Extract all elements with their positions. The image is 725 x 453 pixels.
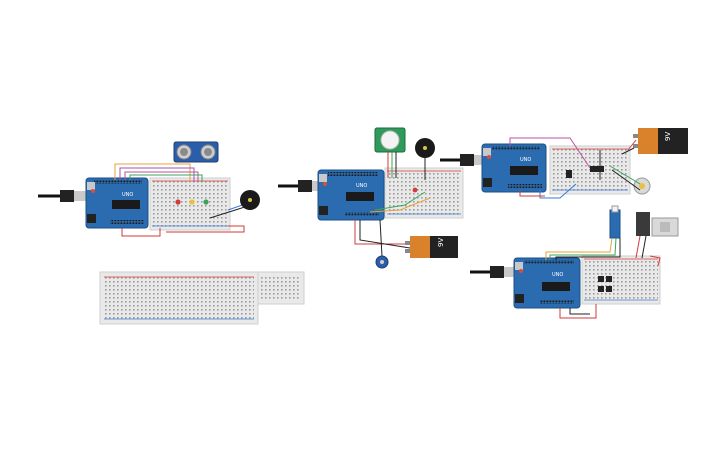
relay-icon[interactable]: [636, 212, 679, 237]
pushbutton-icon[interactable]: [598, 276, 612, 292]
led-icon[interactable]: [412, 187, 418, 193]
transistor-icon[interactable]: [566, 166, 604, 178]
wires-1: [114, 163, 249, 237]
usb-cable-icon[interactable]: [38, 190, 88, 202]
wires-4: [545, 235, 661, 319]
circuit-ultrasonic: UNO: [38, 141, 260, 237]
servo-icon[interactable]: [609, 205, 621, 239]
usb-cable-icon[interactable]: [470, 266, 518, 278]
pir-sensor-icon[interactable]: [374, 127, 406, 153]
arduino-brand-label: UNO: [356, 183, 367, 189]
arduino-board-3[interactable]: UNO: [481, 143, 547, 193]
circuit-servo: UNO: [470, 205, 679, 319]
ultrasonic-sensor-icon[interactable]: [173, 141, 219, 163]
battery-icon[interactable]: 9V: [405, 236, 458, 258]
arduino-brand-label: UNO: [122, 192, 133, 198]
buzzer-icon[interactable]: [415, 138, 435, 158]
battery-label-2: 9V: [664, 132, 672, 141]
arduino-brand-label: UNO: [520, 157, 531, 163]
usb-cable-icon[interactable]: [440, 154, 488, 166]
battery-icon[interactable]: 9V: [633, 128, 688, 154]
arduino-brand-label: UNO: [552, 272, 563, 278]
dc-motor-icon[interactable]: [633, 177, 651, 195]
arduino-board-1[interactable]: UNO: [85, 177, 149, 229]
wires-2: [354, 152, 431, 257]
buzzer-icon[interactable]: [240, 190, 260, 210]
circuit-motor: UNO 9V: [440, 128, 688, 199]
led-icon[interactable]: [175, 199, 209, 205]
breadboard-standalone[interactable]: [99, 271, 305, 325]
arduino-board-4[interactable]: UNO: [513, 257, 581, 309]
arduino-board-2[interactable]: UNO: [317, 169, 385, 221]
circuit-pir: UNO 9V: [278, 127, 464, 269]
wires-3: [509, 137, 641, 199]
breadboard-4[interactable]: [581, 255, 661, 305]
potentiometer-icon[interactable]: [375, 255, 389, 269]
breadboard-1[interactable]: [149, 177, 231, 231]
battery-label-1: 9V: [437, 238, 445, 247]
